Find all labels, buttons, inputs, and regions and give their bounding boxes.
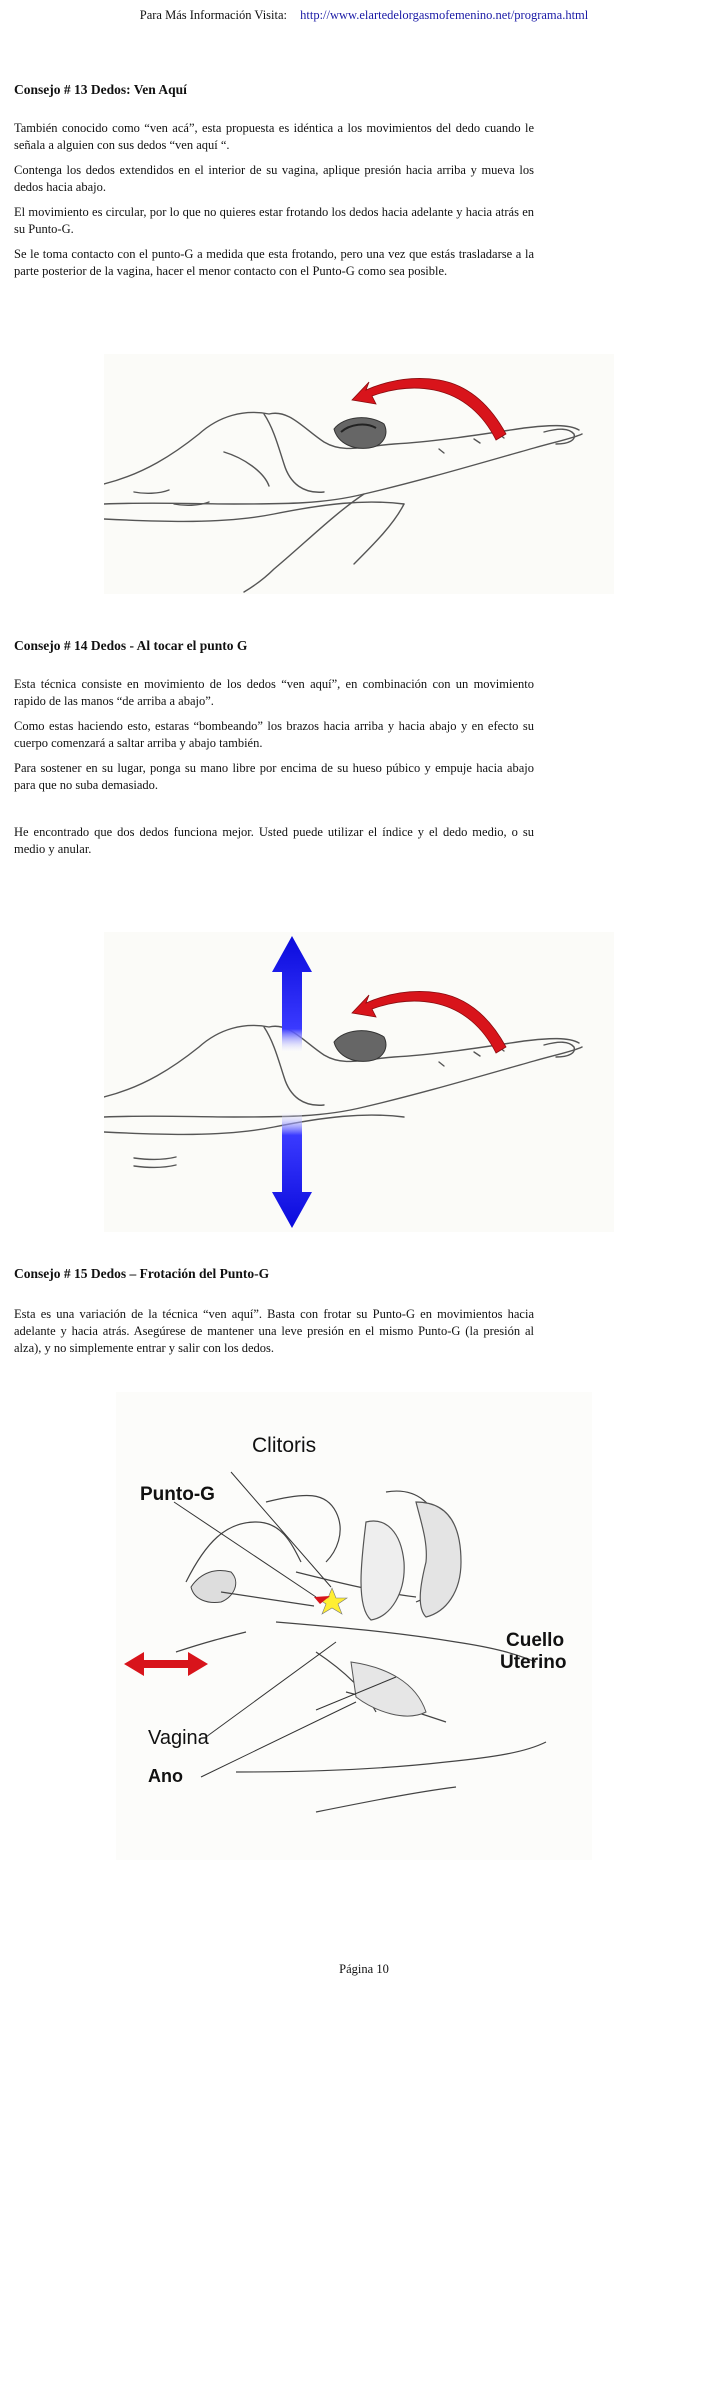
rectum-shape xyxy=(350,1661,427,1717)
thumb-shading xyxy=(333,1030,387,1062)
label-uterino: Uterino xyxy=(500,1652,567,1673)
vaginal-canal xyxy=(220,1591,315,1607)
page-number: Página 10 xyxy=(339,1962,389,1976)
anatomy-diagram: Clitoris Punto-G Cuello Uterino Vagina A… xyxy=(116,1392,592,1860)
bladder-shape xyxy=(360,1520,405,1621)
figure-background xyxy=(116,1392,592,1860)
g-spot-red-arrow xyxy=(314,1596,330,1604)
red-curved-arrow xyxy=(351,991,507,1054)
label-vagina: Vagina xyxy=(148,1727,210,1749)
section-14-paragraph-2: Como estas haciendo esto, estaras “bombe… xyxy=(14,719,534,750)
label-ano: Ano xyxy=(148,1766,183,1786)
finger-tip-shape xyxy=(190,1570,237,1603)
uterus-shape xyxy=(415,1501,462,1618)
hand-gesture-illustration xyxy=(104,354,614,594)
section-15-title: Consejo # 15 Dedos – Frotación del Punto… xyxy=(14,1266,270,1281)
figure-background xyxy=(104,932,614,1232)
section-15-paragraph-1: Esta es una variación de la técnica “ven… xyxy=(14,1307,534,1355)
section-13-paragraph-1: También conocido como “ven acá”, esta pr… xyxy=(14,121,534,152)
thumb-nail xyxy=(340,423,377,433)
label-punto-g: Punto-G xyxy=(140,1484,215,1505)
section-14-paragraph-1: Esta técnica consiste en movimiento de l… xyxy=(14,677,534,708)
header-link[interactable]: http://www.elartedelorgasmofemenino.net/… xyxy=(300,8,589,22)
section-14-title: Consejo # 14 Dedos - Al tocar el punto G xyxy=(14,638,248,653)
section-13-paragraph-4: Se le toma contacto con el punto-G a med… xyxy=(14,247,534,278)
header-label: Para Más Información Visita: xyxy=(139,8,287,22)
page-header: Para Más Información Visita: http://www.… xyxy=(0,8,728,23)
hand-pumping-illustration xyxy=(104,932,614,1232)
section-13-title: Consejo # 13 Dedos: Ven Aquí xyxy=(14,82,187,97)
leader-lines xyxy=(173,1471,397,1778)
section-13-paragraph-2: Contenga los dedos extendidos en el inte… xyxy=(14,163,534,194)
label-clitoris: Clitoris xyxy=(252,1434,316,1457)
red-horizontal-arrow xyxy=(124,1652,208,1676)
label-cuello: Cuello xyxy=(506,1630,564,1651)
section-14-paragraph-4: He encontrado que dos dedos funciona mej… xyxy=(14,825,534,856)
section-13-paragraph-3: El movimiento es circular, por lo que no… xyxy=(14,205,534,236)
blue-vertical-arrow xyxy=(272,936,312,1228)
section-14-paragraph-3: Para sostener en su lugar, ponga su mano… xyxy=(14,761,534,792)
hand-drawing xyxy=(104,1024,583,1169)
red-curved-arrow xyxy=(351,378,507,441)
